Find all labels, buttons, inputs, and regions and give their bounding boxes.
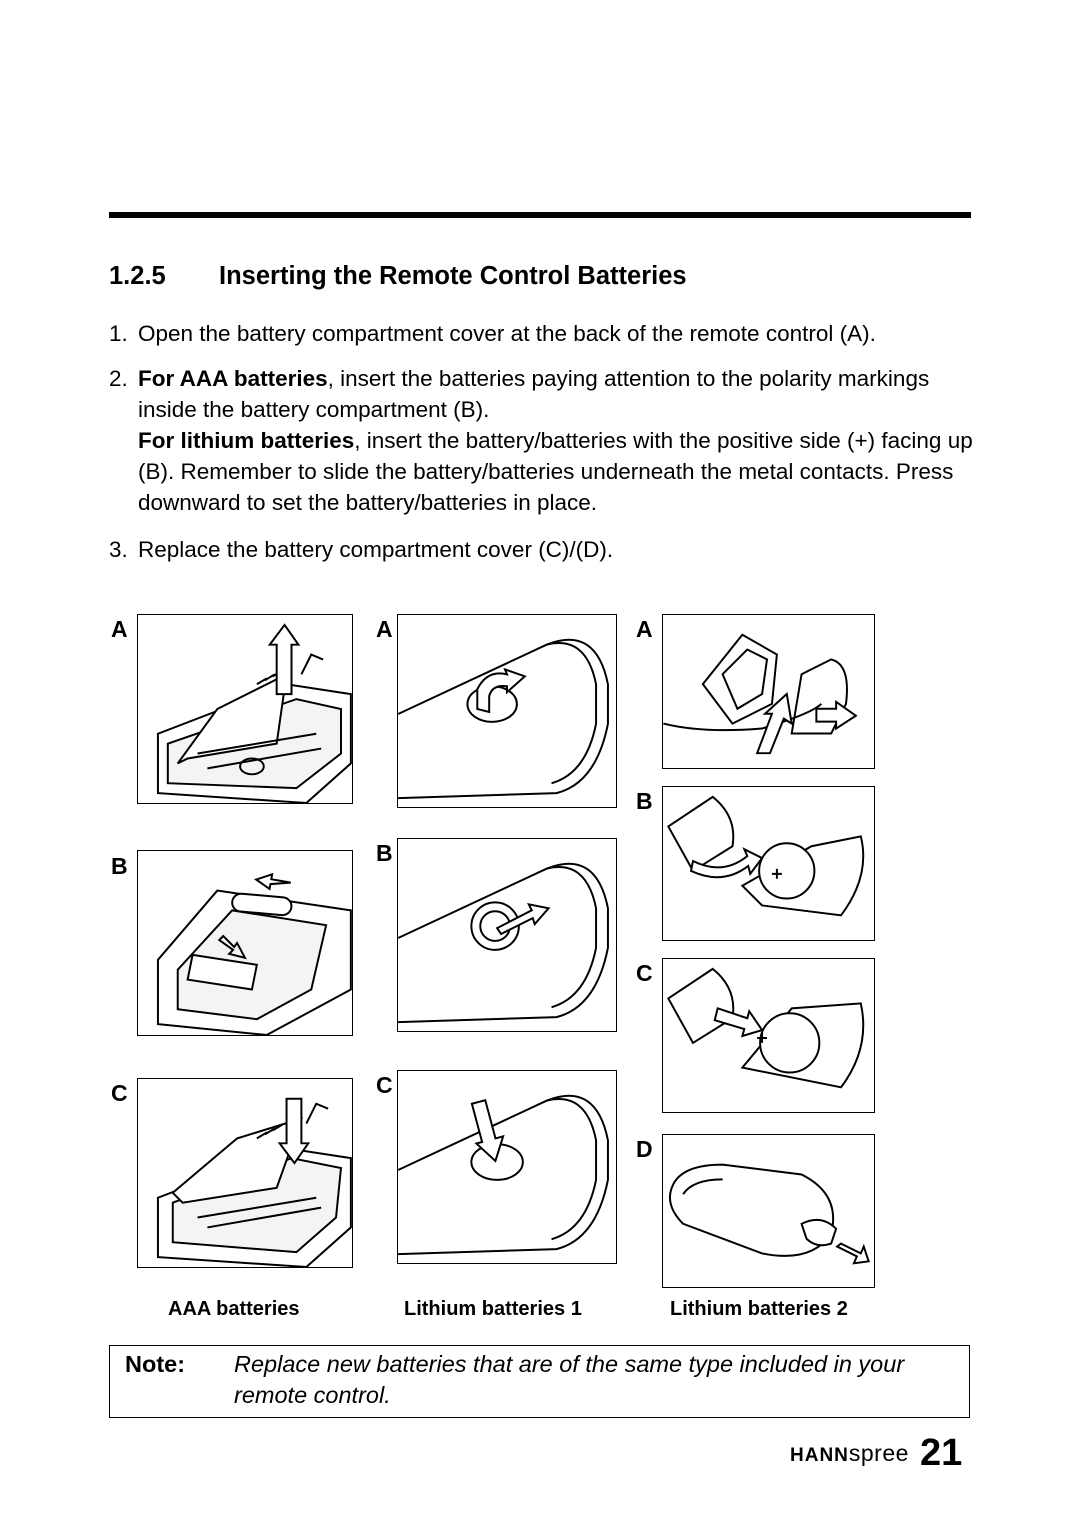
lithium2-step-b-illustration — [662, 786, 875, 941]
aaa-bold-label: For AAA batteries — [138, 366, 328, 391]
figure-label-a: A — [111, 616, 128, 642]
figure-label-c: C — [636, 960, 653, 986]
figure-label-c: C — [111, 1080, 128, 1106]
figure-label-c: C — [376, 1072, 393, 1098]
page-number: 21 — [920, 1432, 963, 1474]
lithium2-step-a-illustration — [662, 614, 875, 769]
caption-lithium-1: Lithium batteries 1 — [404, 1298, 582, 1320]
aaa-step-c-illustration — [137, 1078, 353, 1268]
brand-light: spree — [848, 1440, 909, 1466]
section-number: 1.2.5 — [109, 262, 166, 290]
step-3: 3. Replace the battery compartment cover… — [109, 534, 979, 565]
figure-label-b: B — [636, 788, 653, 814]
figure-label-a: A — [376, 616, 393, 642]
aaa-step-a-illustration — [137, 614, 353, 804]
lithium2-step-c-illustration — [662, 958, 875, 1113]
step-1: 1. Open the battery compartment cover at… — [109, 318, 979, 349]
aaa-step-b-illustration — [137, 850, 353, 1036]
figure-label-d: D — [636, 1136, 653, 1162]
lithium1-step-b-illustration — [397, 838, 617, 1032]
figure-label-b: B — [376, 840, 393, 866]
lithium-instruction: , insert the battery/batteries with the … — [138, 428, 973, 515]
section-heading: 1.2.5 Inserting the Remote Control Batter… — [109, 262, 687, 291]
step-2: 2. For AAA batteries, insert the batteri… — [109, 363, 979, 518]
caption-aaa: AAA batteries — [168, 1298, 300, 1320]
lithium1-step-c-illustration — [397, 1070, 617, 1264]
step-text: Replace the battery compartment cover (C… — [138, 537, 614, 562]
caption-lithium-2: Lithium batteries 2 — [670, 1298, 848, 1320]
step-number: 1. — [109, 321, 128, 346]
note-label: Note: — [125, 1351, 186, 1377]
step-lithium-text: For lithium batteries, insert the batter… — [138, 425, 979, 518]
brand-logo: HANNspree — [790, 1440, 909, 1467]
figure-label-b: B — [111, 853, 128, 879]
lithium-bold-label: For lithium batteries — [138, 428, 355, 453]
lithium1-step-a-illustration — [397, 614, 617, 808]
lithium2-step-d-illustration — [662, 1134, 875, 1288]
brand-bold: HANN — [790, 1445, 849, 1466]
section-rule — [109, 212, 971, 218]
note-text: Replace new batteries that are of the sa… — [234, 1351, 905, 1408]
step-number: 3. — [109, 537, 128, 562]
step-number: 2. — [109, 366, 128, 391]
instruction-steps: 1. Open the battery compartment cover at… — [109, 318, 979, 565]
figure-label-a: A — [636, 616, 653, 642]
step-aaa-text: For AAA batteries, insert the batteries … — [138, 363, 979, 425]
aaa-instruction: , insert the batteries paying attention … — [138, 366, 930, 422]
note-box: Note: Replace new batteries that are of … — [109, 1345, 970, 1418]
section-title: Inserting the Remote Control Batteries — [219, 262, 687, 290]
step-text: Open the battery compartment cover at th… — [138, 321, 876, 346]
